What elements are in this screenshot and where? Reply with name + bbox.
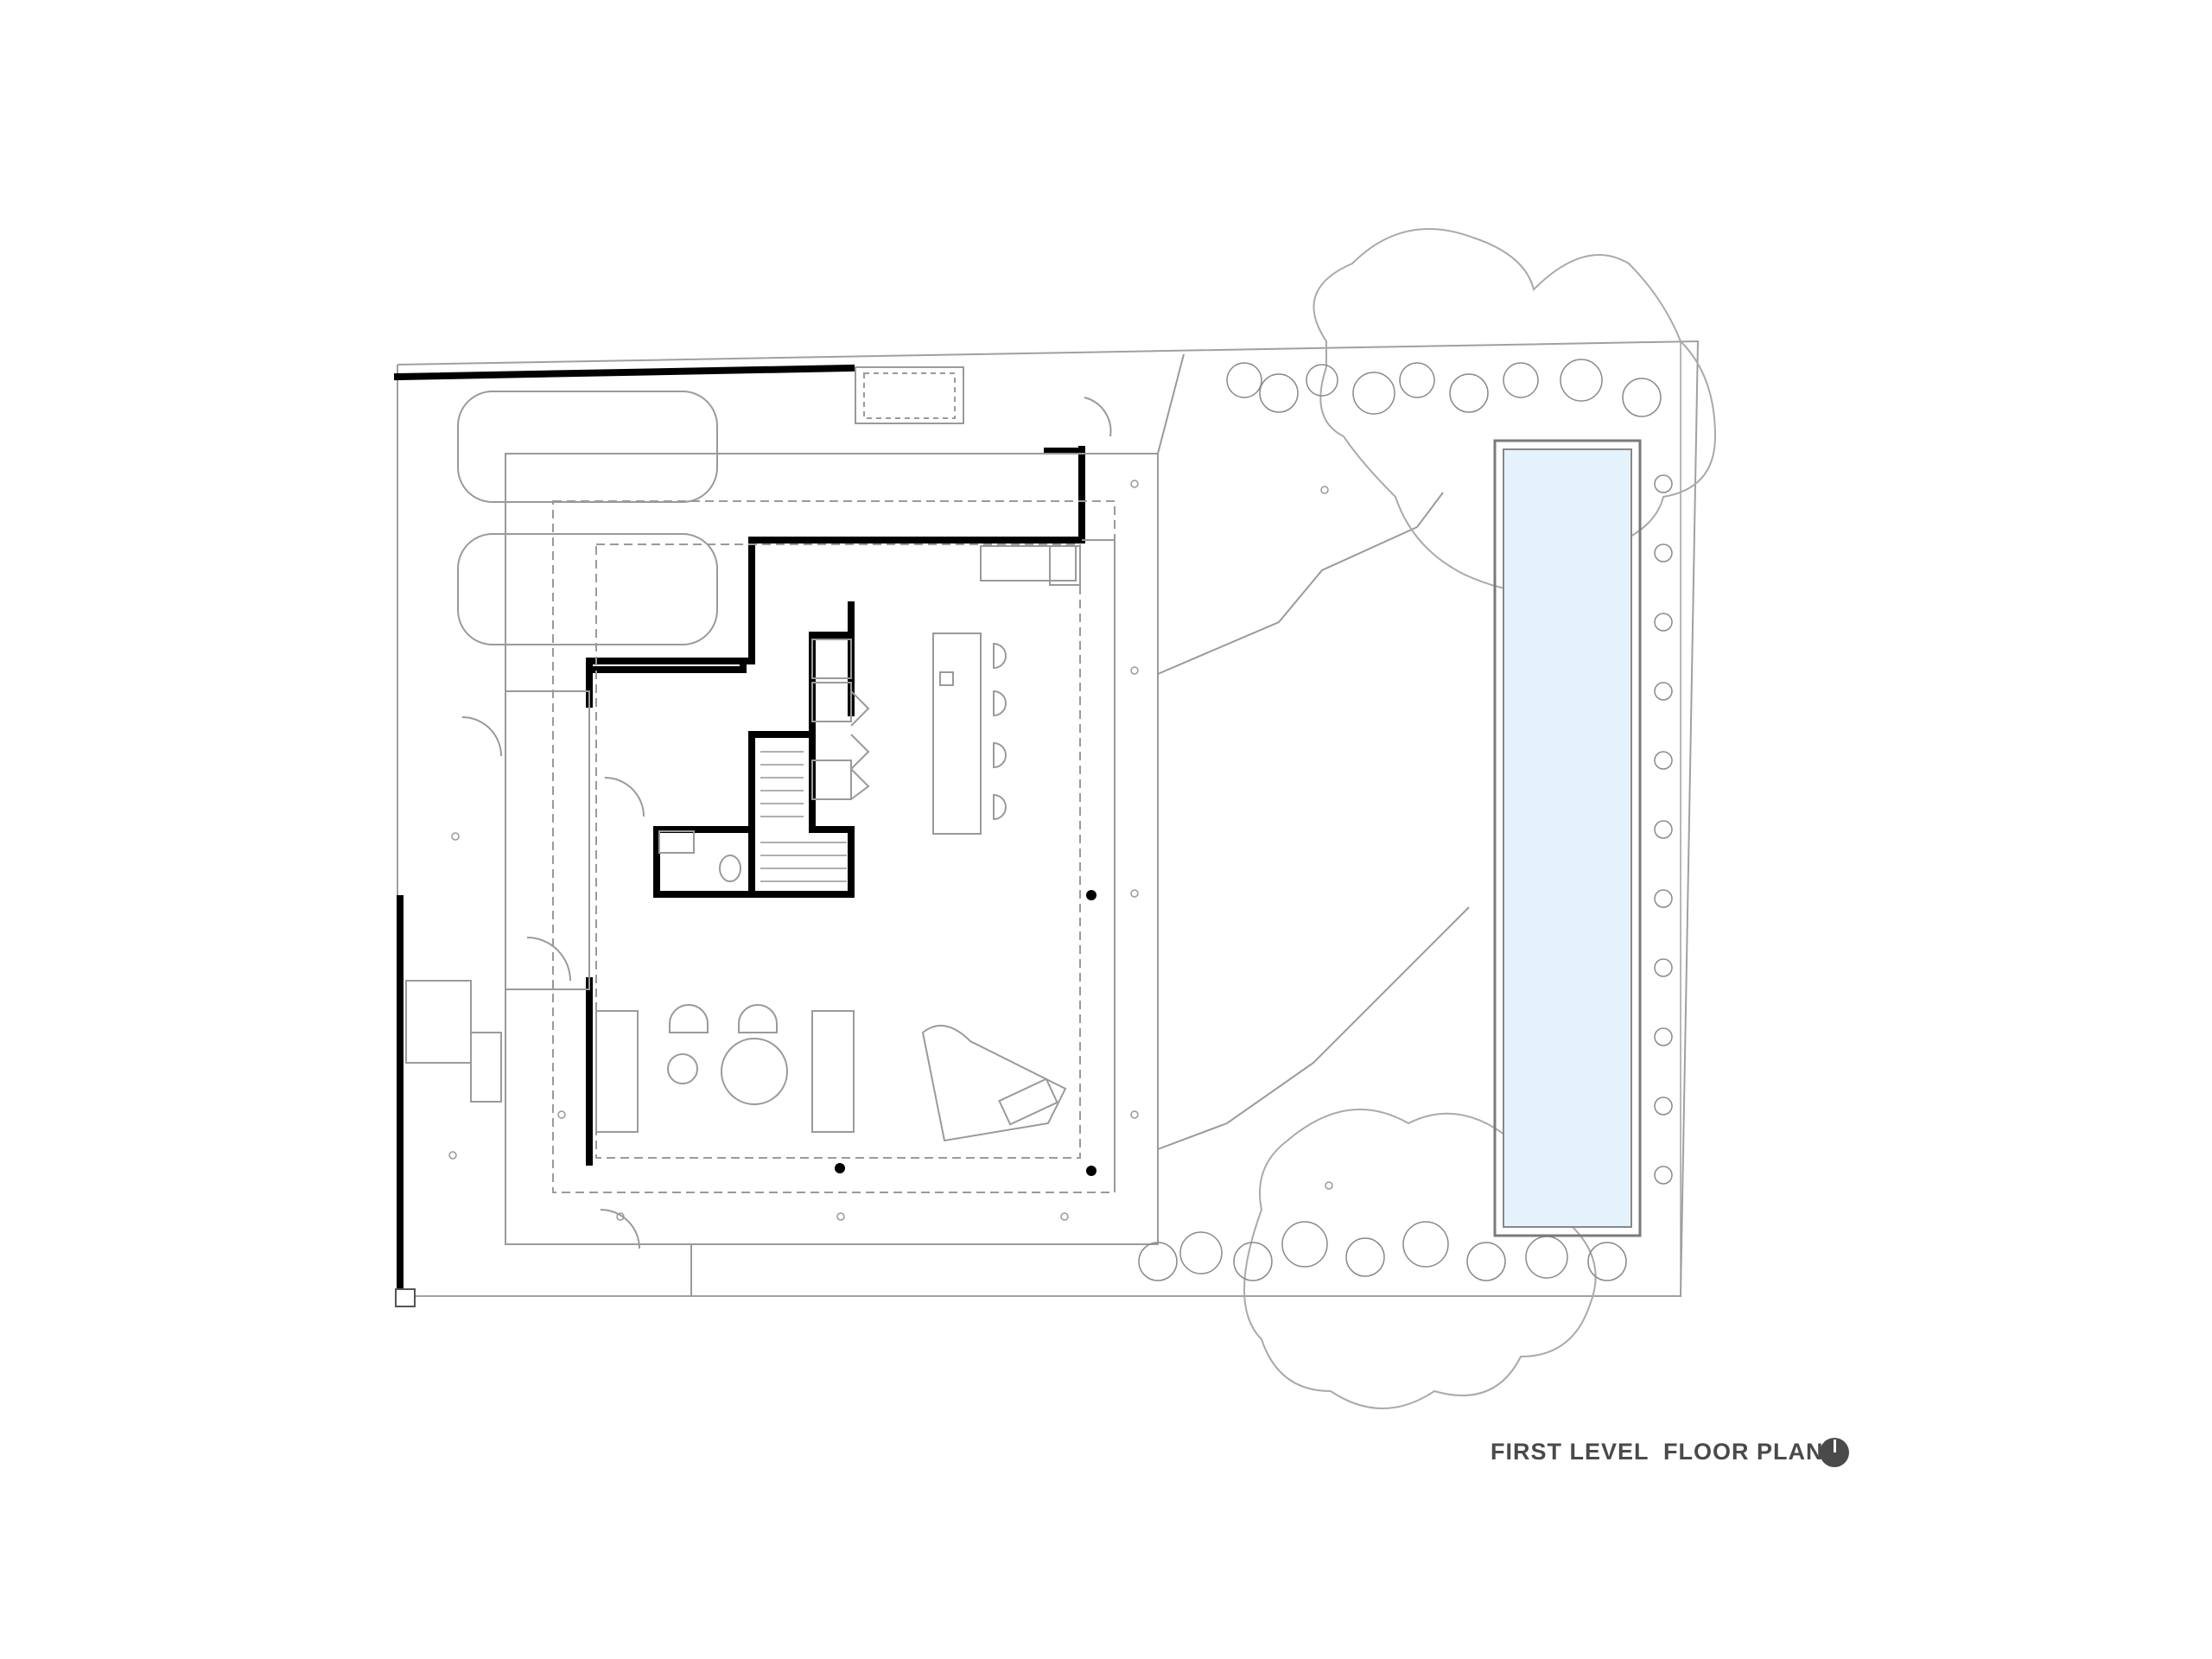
car-outline (457, 391, 718, 503)
bar-stools (993, 642, 1007, 821)
sofa (595, 1010, 639, 1133)
grand-piano (921, 1025, 1067, 1142)
structural-walls (393, 364, 1085, 1289)
drawing-title: FIRST LEVEL FLOOR PLAN (1491, 1439, 1824, 1465)
shrubs (1138, 359, 1673, 1281)
columns (835, 890, 1096, 1176)
landscape-trees (1243, 228, 1717, 1409)
car-outline (457, 533, 718, 645)
sofa (811, 1010, 855, 1133)
stair (760, 751, 847, 882)
swimming-pool (1503, 448, 1632, 1228)
coffee-table (721, 1038, 788, 1105)
pool-coping (1493, 439, 1642, 1237)
kitchen-island (932, 632, 982, 835)
north-arrow-icon (1820, 1438, 1849, 1467)
site-boundary (397, 340, 1700, 1297)
